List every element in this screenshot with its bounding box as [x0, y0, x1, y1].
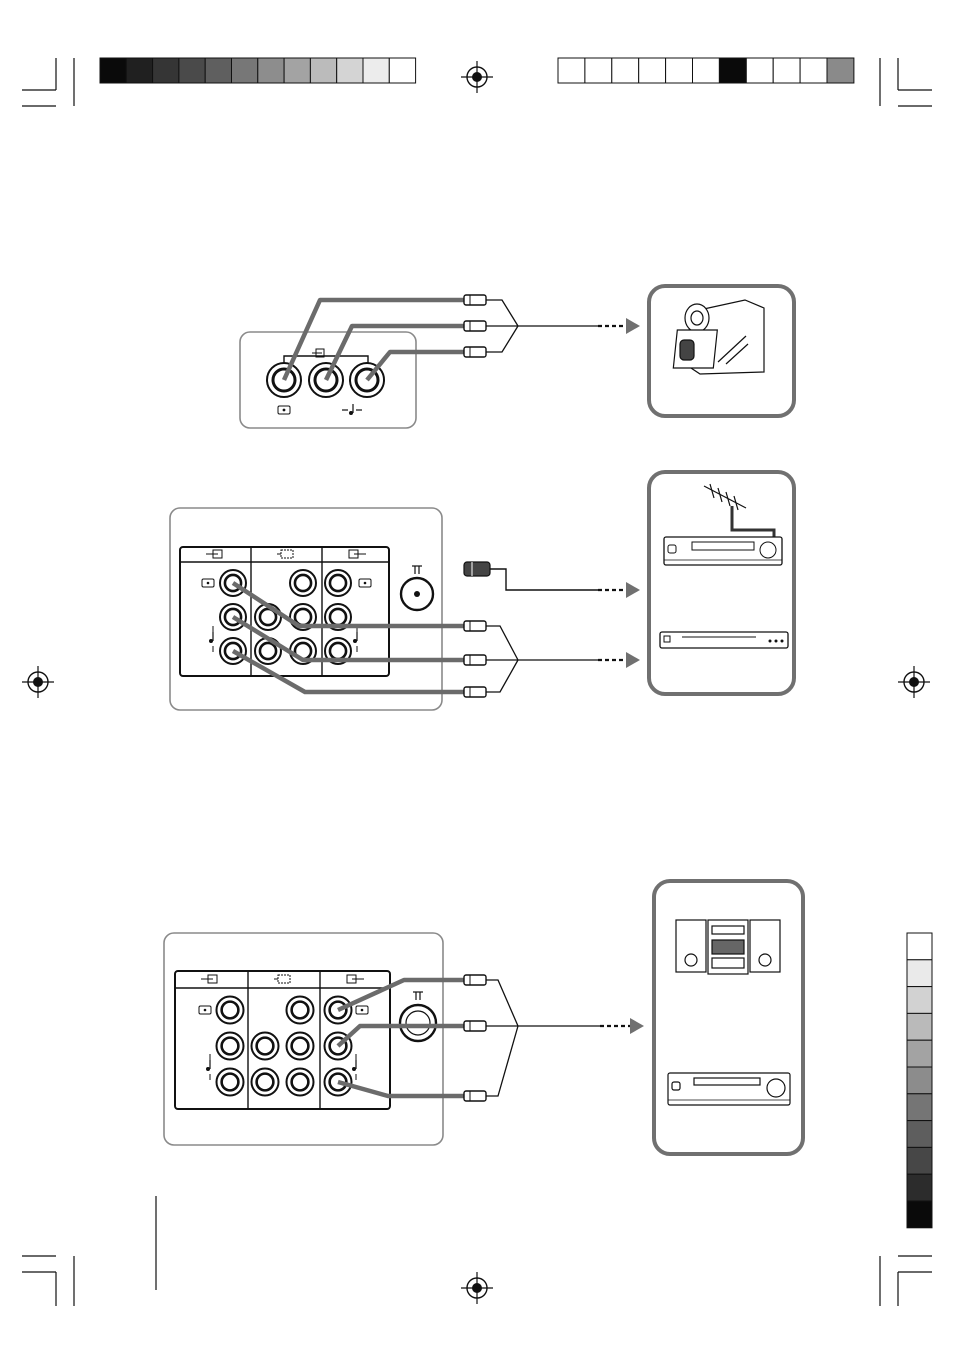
color-bar-top [558, 58, 854, 83]
grey-swatch [907, 933, 932, 960]
grey-swatch [310, 58, 336, 83]
monitor-out-jack[interactable] [252, 1033, 279, 1060]
registration-mark-icon [461, 1272, 493, 1304]
grey-scale-bar-side [907, 933, 932, 1228]
audio-system-device-box [654, 881, 803, 1154]
color-swatch [585, 58, 612, 83]
input-jack[interactable] [217, 997, 244, 1024]
grey-swatch [153, 58, 179, 83]
color-swatch [612, 58, 639, 83]
color-swatch [693, 58, 720, 83]
color-swatch [746, 58, 773, 83]
monitor-out-jack[interactable] [287, 1033, 314, 1060]
input-jack[interactable] [217, 1033, 244, 1060]
grey-swatch [907, 1094, 932, 1121]
plugs-diagram-1 [464, 295, 640, 357]
cassette-deck-icon [668, 1073, 790, 1105]
antenna-input-jack[interactable] [400, 1005, 436, 1041]
grey-swatch [907, 1201, 932, 1228]
color-swatch [719, 58, 746, 83]
grey-swatch [907, 987, 932, 1014]
color-swatch [773, 58, 800, 83]
plugs-diagram-2 [464, 562, 640, 697]
registration-mark-icon [22, 666, 54, 698]
vcr-icon [664, 537, 782, 565]
color-swatch [558, 58, 585, 83]
grey-swatch [389, 58, 415, 83]
rear-panel-audio-out [164, 933, 443, 1145]
grey-swatch [907, 1147, 932, 1174]
input-jack[interactable] [217, 1069, 244, 1096]
monitor-out-jack[interactable] [290, 570, 316, 596]
color-swatch [800, 58, 827, 83]
vcr-dvd-device-box [649, 472, 794, 694]
dvd-player-icon [660, 632, 788, 648]
grey-swatch [126, 58, 152, 83]
monitor-out-jack[interactable] [252, 1069, 279, 1096]
grey-swatch [907, 1040, 932, 1067]
grey-swatch [907, 960, 932, 987]
grey-swatch [907, 1013, 932, 1040]
grey-swatch [363, 58, 389, 83]
rear-panel-vcr-dvd [170, 508, 442, 710]
camcorder-device-box [649, 286, 794, 416]
monitor-out-jack[interactable] [287, 997, 314, 1024]
grey-swatch [907, 1121, 932, 1148]
grey-swatch [179, 58, 205, 83]
grey-swatch [337, 58, 363, 83]
rf-cable-plug [464, 562, 490, 576]
grey-swatch [232, 58, 258, 83]
grey-swatch [284, 58, 310, 83]
color-swatch [666, 58, 693, 83]
monitor-out-jack[interactable] [287, 1069, 314, 1096]
grey-swatch [907, 1067, 932, 1094]
antenna-input-jack[interactable] [401, 578, 433, 610]
plugs-diagram-3 [464, 975, 644, 1101]
color-swatch [639, 58, 666, 83]
grey-swatch [258, 58, 284, 83]
registration-mark-icon [898, 666, 930, 698]
grey-scale-bar-top [100, 58, 416, 83]
camcorder-icon [673, 300, 764, 374]
output-jack[interactable] [325, 570, 351, 596]
grey-swatch [907, 1174, 932, 1201]
grey-swatch [100, 58, 126, 83]
registration-mark-icon [461, 61, 493, 93]
color-swatch [827, 58, 854, 83]
grey-swatch [205, 58, 231, 83]
hifi-system-icon [676, 920, 780, 974]
